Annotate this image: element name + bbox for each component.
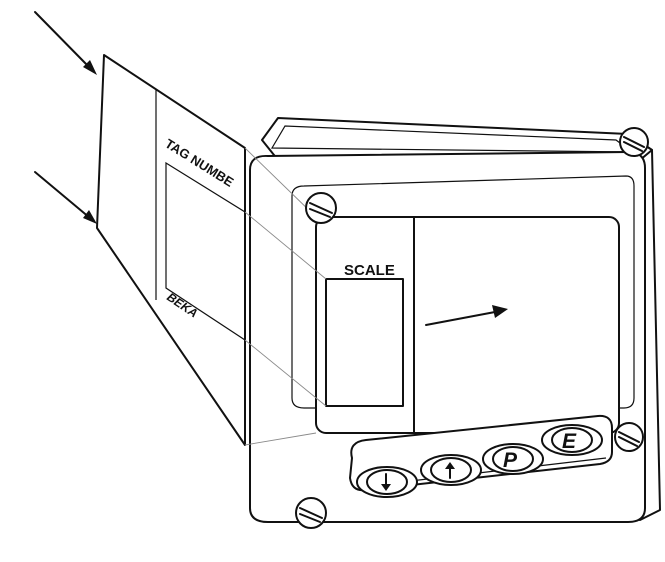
screw-bottom-right-icon — [614, 422, 644, 452]
p-key-label: P — [503, 449, 518, 472]
arrow-lower-icon — [34, 171, 97, 224]
corner-screws — [295, 127, 649, 529]
screw-top-right-icon — [619, 127, 649, 157]
down-key[interactable] — [356, 466, 418, 498]
arrow-up-icon — [445, 462, 455, 479]
arrow-upper-icon — [34, 11, 97, 75]
p-key[interactable]: P — [482, 443, 544, 475]
screw-bottom-left-icon — [295, 497, 327, 529]
insertion-direction-arrow-icon — [425, 305, 508, 326]
e-key[interactable]: E — [541, 424, 603, 456]
screw-top-left-icon — [305, 192, 337, 224]
scale-slot — [325, 278, 404, 407]
up-key[interactable] — [420, 454, 482, 486]
keypad: P E — [349, 414, 613, 498]
scale-card: TAG NUMBE BEKA — [96, 54, 246, 446]
insertion-arrows — [34, 11, 97, 224]
scale-label: SCALE — [344, 262, 395, 279]
e-key-label: E — [562, 430, 577, 453]
arrow-down-icon — [381, 473, 391, 491]
